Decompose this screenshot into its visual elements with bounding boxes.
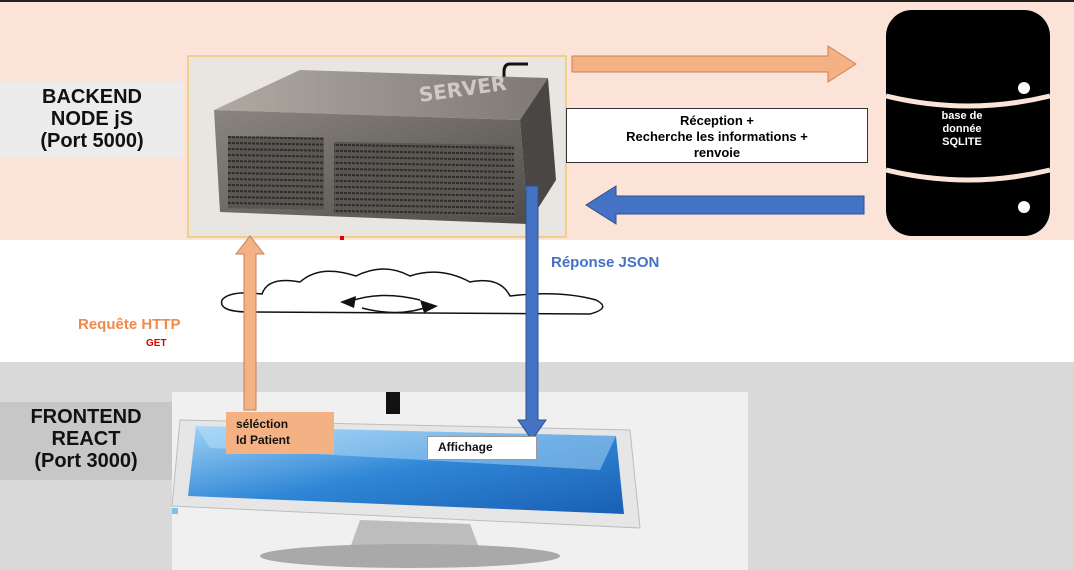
database-icon [885, 10, 1051, 236]
response-arrow [517, 185, 547, 441]
display-box: Affichage [427, 436, 537, 460]
backend-label: BACKEND NODE jS (Port 5000) [0, 82, 184, 158]
server-icon: SERVER [187, 55, 567, 240]
frontend-label: FRONTEND REACT (Port 3000) [0, 402, 172, 480]
request-arrow [234, 235, 266, 411]
response-label: Réponse JSON [551, 254, 660, 271]
arrow-from-database [585, 185, 865, 225]
request-method: GET [146, 338, 167, 349]
top-border [0, 0, 1074, 2]
arrow-to-database [571, 45, 857, 83]
cloud-icon [220, 268, 604, 315]
patient-selection-box: séléction Id Patient [226, 412, 334, 454]
database-label: base de donnée SQLITE [941, 110, 983, 148]
processing-box: Réception + Recherche les informations +… [566, 108, 868, 163]
request-label: Requête HTTP [78, 316, 181, 333]
